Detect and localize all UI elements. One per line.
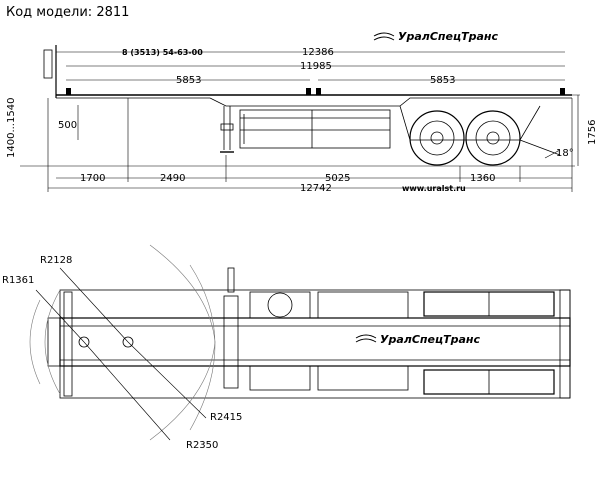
dim-total-length: 12742 [300, 183, 332, 194]
brand-name-top: УралСпецТранс [398, 30, 499, 43]
radius-r2128: R2128 [40, 255, 72, 266]
wheel-rear [465, 110, 521, 166]
twist-lock [66, 88, 565, 95]
dim-total-height: 1756 [587, 120, 598, 145]
side-view [20, 45, 575, 167]
dim-coupling-height: 1400...1540 [6, 98, 17, 158]
landing-gear [220, 106, 234, 153]
radius-r1361: R1361 [2, 275, 34, 286]
brand-name-bottom: УралСпецТранс [380, 333, 481, 346]
dim-overall-platform: 12386 [302, 47, 334, 58]
radius-r2415: R2415 [210, 412, 242, 423]
brand-logo-top: УралСпецТранс [373, 30, 499, 43]
dim-bottom-2: 2490 [160, 173, 185, 184]
dim-angle: 18° [556, 148, 574, 159]
model-code-label: Код модели: 2811 [6, 5, 130, 20]
top-view [29, 244, 571, 441]
side-dimensions [47, 51, 580, 192]
dim-right-half: 5853 [430, 75, 455, 86]
dim-inner-platform: 11985 [300, 61, 332, 72]
website-label: www.uralst.ru [402, 184, 466, 193]
brand-logo-bottom: УралСпецТранс [355, 333, 481, 346]
phone-code-label: 8 (3513) 54-63-00 [122, 48, 203, 57]
radius-r2350: R2350 [186, 440, 218, 451]
dim-bottom-4: 1360 [470, 173, 495, 184]
dim-left-half: 5853 [176, 75, 201, 86]
dim-bottom-3: 5025 [325, 173, 350, 184]
dim-support-height: 500 [58, 120, 77, 131]
dim-bottom-1: 1700 [80, 173, 105, 184]
wheel-front [409, 110, 465, 166]
side-box [239, 109, 391, 149]
